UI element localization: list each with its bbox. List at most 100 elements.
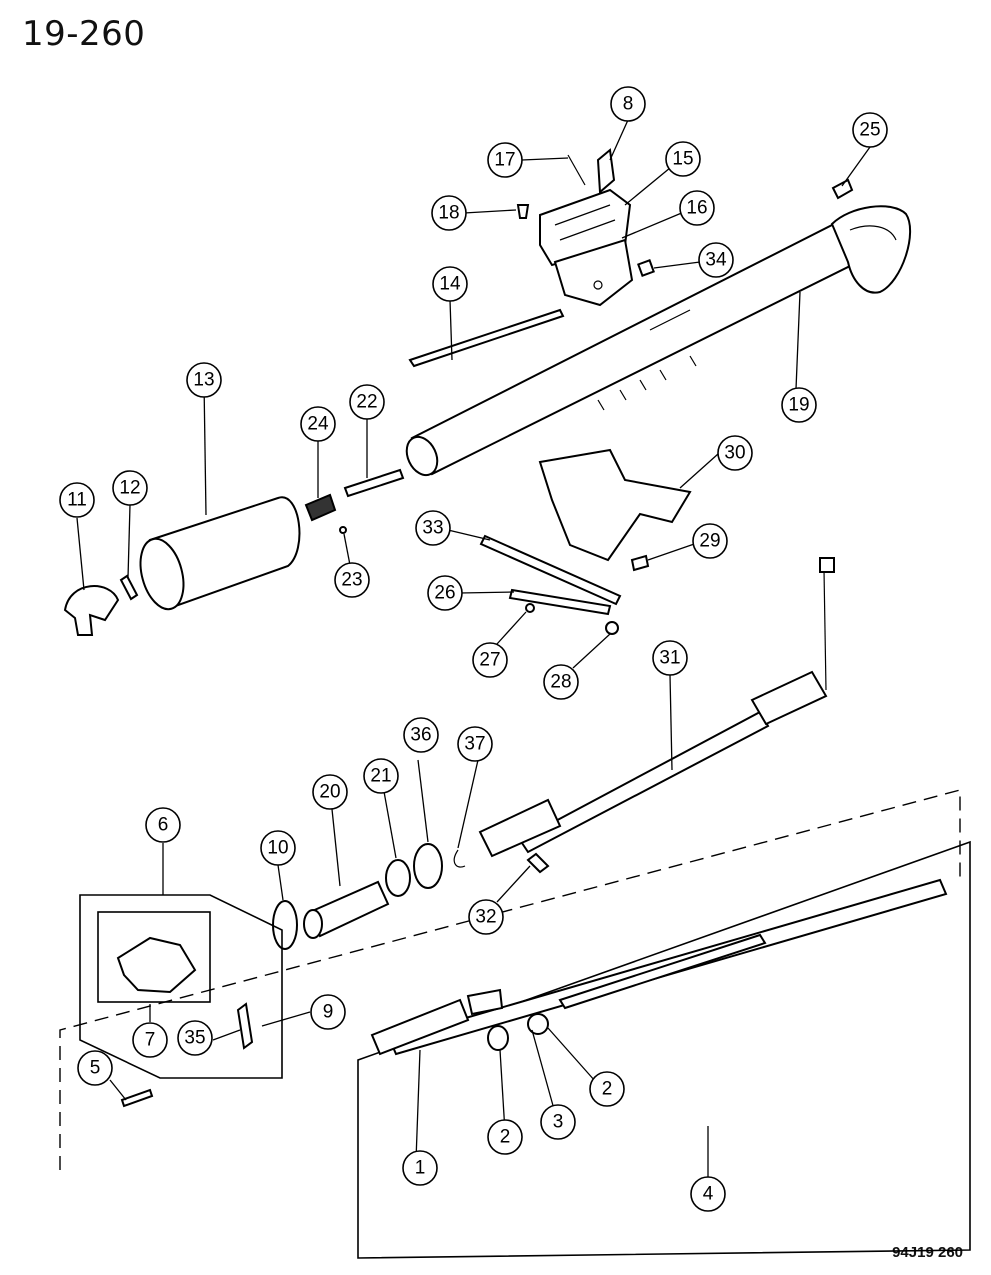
svg-text:10: 10: [267, 838, 288, 859]
callout-9: 9: [310, 994, 346, 1030]
lock-housing: [63, 585, 120, 636]
svg-text:20: 20: [319, 782, 340, 803]
callout-31: 31: [652, 640, 688, 676]
svg-text:21: 21: [370, 766, 391, 787]
callout-23: 23: [334, 562, 370, 598]
svg-text:33: 33: [422, 518, 443, 539]
retainer: [272, 900, 298, 950]
callout-4: 4: [690, 1176, 726, 1212]
callout-20: 20: [312, 774, 348, 810]
svg-text:13: 13: [193, 370, 214, 391]
callout-19: 19: [781, 387, 817, 423]
mount-bracket: [538, 448, 692, 562]
callout-10: 10: [260, 830, 296, 866]
svg-text:3: 3: [553, 1112, 564, 1133]
svg-text:4: 4: [703, 1184, 714, 1205]
svg-text:1: 1: [415, 1158, 426, 1179]
pin: [119, 574, 139, 601]
callout-22: 22: [349, 384, 385, 420]
svg-text:12: 12: [119, 478, 140, 499]
bolt-29: [630, 554, 650, 572]
bolt-5: [120, 1088, 154, 1108]
callout-28: 28: [543, 664, 579, 700]
svg-text:34: 34: [705, 250, 727, 271]
sleeve: [303, 880, 390, 939]
svg-text:19: 19: [788, 395, 809, 416]
svg-text:37: 37: [464, 734, 485, 755]
column-jacket: [405, 205, 912, 477]
callout-13: 13: [186, 362, 222, 398]
svg-text:32: 32: [475, 907, 496, 928]
switch-bracket-group: [516, 148, 655, 307]
callout-14: 14: [432, 266, 468, 302]
svg-text:29: 29: [699, 531, 720, 552]
svg-text:2: 2: [602, 1079, 613, 1100]
callout-16: 16: [679, 190, 715, 226]
svg-text:25: 25: [859, 120, 880, 141]
callout-7: 7: [132, 1022, 168, 1058]
svg-text:30: 30: [724, 443, 745, 464]
callout-17: 17: [487, 142, 523, 178]
svg-text:2: 2: [500, 1127, 511, 1148]
svg-text:17: 17: [494, 150, 515, 171]
svg-text:31: 31: [659, 648, 680, 669]
callout-27: 27: [472, 642, 508, 678]
svg-text:7: 7: [145, 1030, 156, 1051]
callout-37: 37: [457, 726, 493, 762]
figure-code: 94J19 260: [892, 1244, 963, 1261]
svg-text:28: 28: [550, 672, 571, 693]
svg-text:22: 22: [356, 392, 377, 413]
bolt: [831, 178, 854, 200]
callout-25: 25: [852, 112, 888, 148]
callout-11: 11: [59, 482, 95, 518]
intermediate-shaft: [478, 557, 835, 874]
svg-text:14: 14: [439, 274, 461, 295]
callout-3: 3: [540, 1104, 576, 1140]
rod: [408, 308, 565, 368]
svg-text:6: 6: [158, 815, 169, 836]
svg-text:27: 27: [479, 650, 500, 671]
nut: [605, 621, 619, 635]
svg-text:35: 35: [184, 1028, 205, 1049]
screw: [525, 603, 535, 613]
page-reference: 19-260: [22, 14, 146, 54]
dashed-boundary: [59, 789, 961, 1170]
callout-21: 21: [363, 758, 399, 794]
switch-kit-box: [79, 894, 283, 1079]
svg-text:26: 26: [434, 583, 455, 604]
bracket-strap: [508, 588, 612, 616]
snap-ring: [453, 849, 466, 868]
callout-26: 26: [427, 575, 463, 611]
bearing-cup: [413, 843, 443, 889]
callout-35: 35: [177, 1020, 213, 1056]
svg-text:23: 23: [341, 570, 362, 591]
callout-5: 5: [77, 1050, 113, 1086]
callout-24: 24: [300, 406, 336, 442]
leader-lines: [76, 119, 871, 1190]
callout-33: 33: [415, 510, 451, 546]
svg-text:24: 24: [307, 414, 329, 435]
lower-shaft-box: [357, 840, 971, 1259]
callout-30: 30: [717, 435, 753, 471]
plate: [343, 468, 405, 498]
callout-34: 34: [698, 242, 734, 278]
bearing: [385, 859, 411, 897]
svg-text:15: 15: [672, 149, 693, 170]
callout-32: 32: [468, 899, 504, 935]
svg-text:11: 11: [67, 490, 87, 511]
shroud: [139, 496, 301, 611]
svg-text:16: 16: [686, 198, 707, 219]
bracket-rod: [479, 534, 622, 606]
callout-8: 8: [610, 86, 646, 122]
svg-text:9: 9: [323, 1002, 334, 1023]
callout-29: 29: [692, 523, 728, 559]
svg-text:8: 8: [623, 94, 634, 115]
spring: [304, 493, 337, 522]
callout-1: 1: [402, 1150, 438, 1186]
callout-2: 2: [487, 1119, 523, 1155]
callout-18: 18: [431, 195, 467, 231]
callout-12: 12: [112, 470, 148, 506]
svg-text:36: 36: [410, 725, 431, 746]
callout-15: 15: [665, 141, 701, 177]
